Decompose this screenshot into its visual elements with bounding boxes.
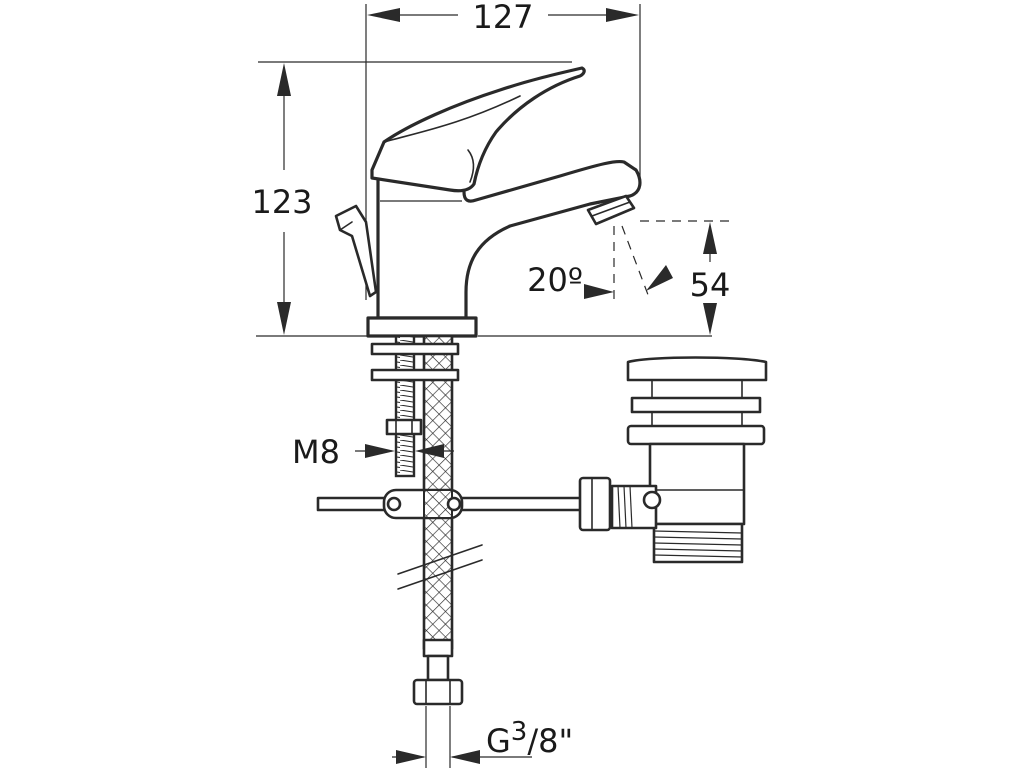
m8-arrow-left: [365, 444, 395, 458]
drain-flange-lower: [626, 424, 766, 446]
g38-arrow-right: [450, 750, 480, 764]
aerator-ring: [591, 201, 631, 217]
hose-neck: [426, 654, 450, 682]
width-arrow-right: [606, 8, 639, 22]
popup-rod-cap-line: [339, 221, 353, 231]
lever-handle: [370, 66, 586, 193]
angle-arrow-right: [646, 265, 673, 291]
mounting-stud: [394, 334, 416, 478]
height-arrow-bottom: [277, 302, 291, 335]
hose-ferrule: [422, 638, 454, 658]
break-line-lower: [397, 559, 483, 590]
spout-height-label: 54: [690, 266, 731, 304]
drain-cap: [626, 356, 768, 382]
g38-label-prefix: G: [486, 722, 511, 760]
height-label: 123: [251, 183, 312, 221]
clamp-screw-right: [446, 496, 462, 512]
height-dimension: 123: [251, 61, 712, 337]
m8-arrow-right: [415, 444, 444, 458]
upper-washer: [370, 342, 460, 356]
angle-jet-line: [621, 225, 651, 301]
drain-body: [648, 442, 746, 526]
aerator: [586, 194, 636, 226]
mounting-hardware: M8 G3/8": [292, 334, 573, 768]
spout-arrow-top: [703, 222, 717, 254]
width-dimension: 127: [365, 0, 641, 300]
g38-label-sup: 3: [511, 717, 528, 747]
side-connector-threads: [617, 485, 633, 529]
drain-flange-upper: [630, 396, 762, 414]
faucet-base: [366, 316, 478, 338]
angle-label: 20º: [527, 261, 583, 299]
popup-linkage: [316, 488, 588, 520]
width-arrow-left: [367, 8, 400, 22]
hose-nut: [412, 678, 464, 706]
angle-arrow-left: [584, 284, 614, 299]
faucet: [334, 66, 642, 338]
g38-label: G3/8": [486, 717, 573, 760]
g38-label-suffix: /8": [527, 722, 573, 760]
side-connector-pivot: [642, 490, 662, 510]
g38-arrow-left: [396, 750, 426, 764]
lower-washer: [370, 368, 460, 382]
m8-label: M8: [292, 433, 340, 471]
drain-tail-threads: [653, 530, 743, 558]
lever-handle-crease: [383, 95, 521, 143]
lever-handle-joint: [467, 149, 475, 183]
side-connector-nut: [578, 476, 612, 532]
popup-rod-lever: [334, 204, 378, 298]
height-arrow-top: [277, 63, 291, 96]
angle-dimension: 20º: [527, 225, 673, 301]
spout-height-dimension: 54: [640, 220, 736, 335]
popup-drain: [578, 356, 768, 564]
clamp-screw-left: [386, 496, 402, 512]
break-line-upper: [397, 544, 483, 575]
width-label: 127: [472, 0, 533, 36]
stud-nut: [385, 418, 423, 436]
spout-arrow-bottom: [703, 303, 717, 335]
